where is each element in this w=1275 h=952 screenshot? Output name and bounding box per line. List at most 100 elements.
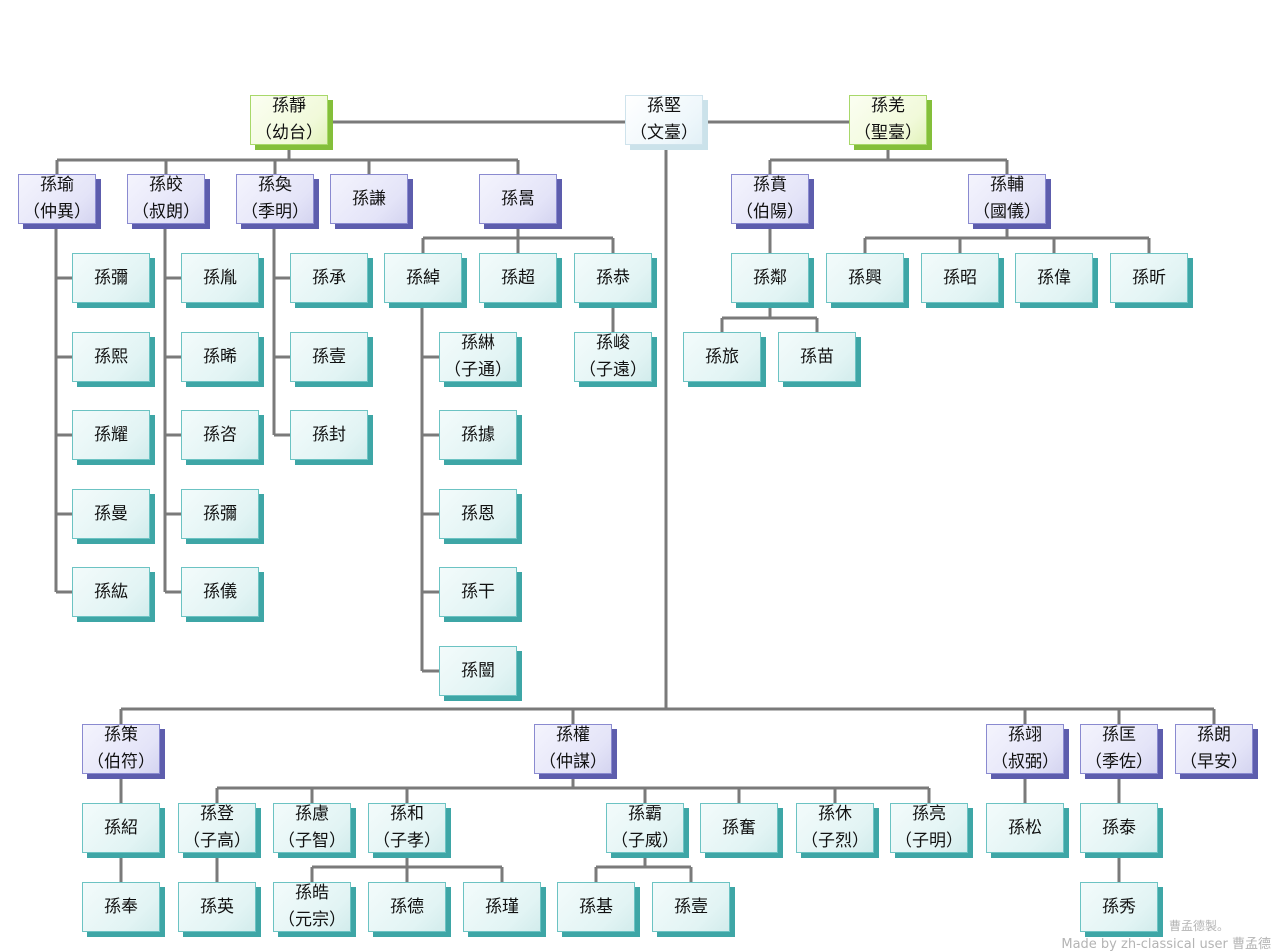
person-name: 孫熙 [94, 346, 128, 367]
person-node-sun-xi2: 孫晞 [181, 332, 259, 382]
person-name: 孫壹 [674, 896, 708, 917]
person-node-sun-man: 孫曼 [72, 489, 150, 539]
person-name: 孫英 [200, 896, 234, 917]
person-name: 孫暠 [501, 188, 535, 209]
person-node-sun-xin: 孫咨 [181, 410, 259, 460]
person-name: 孫皓 [295, 883, 329, 903]
person-node-sun-ce: 孫策 （伯符） [82, 724, 160, 774]
person-name: 孫壹 [312, 346, 346, 367]
person-name: 孫靜 [272, 96, 306, 116]
person-name: 孫儀 [203, 581, 237, 602]
person-courtesy-name: （子烈） [801, 831, 869, 851]
person-courtesy-name: （國儀） [973, 202, 1041, 222]
person-node-sun-zhao: 孫昭 [921, 253, 999, 303]
person-node-sun-xi: 孫熙 [72, 332, 150, 382]
person-name: 孫德 [390, 896, 424, 917]
person-node-sun-ju: 孫據 [439, 410, 517, 460]
person-name: 孫基 [579, 896, 613, 917]
person-node-sun-qian: 孫謙 [330, 174, 408, 224]
person-courtesy-name: （子高） [183, 831, 251, 851]
person-courtesy-name: （子孝） [373, 831, 441, 851]
person-courtesy-name: （季佐） [1085, 752, 1153, 772]
person-node-sun-hao: 孫皓 （元宗） [273, 882, 351, 932]
person-node-sun-lin: 孫綝 （子通） [439, 332, 517, 382]
person-node-sun-feng-h: 孫封 [290, 410, 368, 460]
person-node-sun-lv: 孫旅 [683, 332, 761, 382]
person-node-sun-gong: 孫恭 [574, 253, 652, 303]
person-node-sun-lin2: 孫鄰 [731, 253, 809, 303]
person-name: 孫羌 [871, 96, 905, 116]
person-name: 孫和 [390, 804, 424, 824]
person-name: 孫苗 [800, 346, 834, 367]
person-node-sun-lv2: 孫慮（子智） [273, 803, 351, 853]
person-name: 孫賁 [753, 175, 787, 195]
person-node-sun-yao: 孫耀 [72, 410, 150, 460]
person-name: 孫耀 [94, 424, 128, 445]
person-courtesy-name: （子通） [444, 360, 512, 380]
person-node-sun-en: 孫恩 [439, 489, 517, 539]
person-node-sun-tai: 孫泰 [1080, 803, 1158, 853]
person-name: 孫闓 [461, 660, 495, 681]
person-node-sun-yi: 孫翊（叔弼） [986, 724, 1064, 774]
person-name: 孫彌 [94, 267, 128, 288]
person-courtesy-name: （子明） [895, 831, 963, 851]
person-name: 孫松 [1008, 817, 1042, 838]
person-node-sun-fu: 孫輔（國儀） [968, 174, 1046, 224]
person-name: 孫奉 [104, 896, 138, 917]
person-name: 孫綝 [461, 333, 495, 353]
person-name: 孫泰 [1102, 817, 1136, 838]
person-courtesy-name: （叔朗） [132, 202, 200, 222]
person-courtesy-name: （季明） [241, 202, 309, 222]
person-node-sun-kuang: 孫匡（季佐） [1080, 724, 1158, 774]
person-node-sun-quan: 孫權 （仲謀） [534, 724, 612, 774]
person-node-sun-mi-2: 孫彌 [181, 489, 259, 539]
person-name: 孫謙 [352, 188, 386, 209]
person-name: 孫承 [312, 267, 346, 288]
credit-chinese: 曹孟德製。 [1168, 919, 1229, 933]
person-courtesy-name: （子遠） [579, 360, 647, 380]
credit-english: Made by zh-classical user 曹孟德 [1061, 937, 1271, 952]
person-node-sun-he: 孫和 （子孝） [368, 803, 446, 853]
person-node-sun-gan: 孫干 [439, 567, 517, 617]
person-node-sun-xing: 孫興 [826, 253, 904, 303]
person-courtesy-name: （仲異） [23, 202, 91, 222]
person-node-sun-wei: 孫偉 [1015, 253, 1093, 303]
person-name: 孫胤 [203, 267, 237, 288]
person-name: 孫策 [104, 725, 138, 745]
person-node-sun-ba: 孫霸（子威） [606, 803, 684, 853]
person-node-sun-yi2: 孫壹 [652, 882, 730, 932]
person-node-sun-jun: 孫峻（子遠） [574, 332, 652, 382]
person-name: 孫紘 [94, 581, 128, 602]
person-node-sun-song: 孫松 [986, 803, 1064, 853]
person-name: 孫奮 [722, 817, 756, 838]
person-courtesy-name: （仲謀） [539, 752, 607, 772]
person-courtesy-name: （伯符） [87, 752, 155, 772]
person-node-sun-kai: 孫闓 [439, 646, 517, 696]
person-node-sun-yu: 孫瑜（仲異） [18, 174, 96, 224]
person-name: 孫登 [200, 804, 234, 824]
person-name: 孫干 [461, 581, 495, 602]
person-node-sun-yin: 孫胤 [181, 253, 259, 303]
person-courtesy-name: （叔弼） [991, 752, 1059, 772]
person-node-sun-hong: 孫紘 [72, 567, 150, 617]
person-name: 孫權 [556, 725, 590, 745]
person-name: 孫咨 [203, 424, 237, 445]
person-node-sun-ji: 孫基 [557, 882, 635, 932]
person-name: 孫恭 [596, 267, 630, 288]
person-node-sun-hao-j: 孫暠 [479, 174, 557, 224]
person-courtesy-name: （子威） [611, 831, 679, 851]
person-name: 孫慮 [295, 804, 329, 824]
person-name: 孫秀 [1102, 896, 1136, 917]
person-courtesy-name: （元宗） [278, 910, 346, 930]
person-node-sun-mi-1: 孫彌 [72, 253, 150, 303]
person-courtesy-name: （文臺） [630, 123, 698, 143]
person-name: 孫偉 [1037, 267, 1071, 288]
person-name: 孫旅 [705, 346, 739, 367]
person-courtesy-name: （早安） [1180, 752, 1248, 772]
person-name: 孫休 [818, 804, 852, 824]
person-node-sun-shao: 孫紹 [82, 803, 160, 853]
person-name: 孫朗 [1197, 725, 1231, 745]
person-node-sun-xiu2: 孫秀 [1080, 882, 1158, 932]
